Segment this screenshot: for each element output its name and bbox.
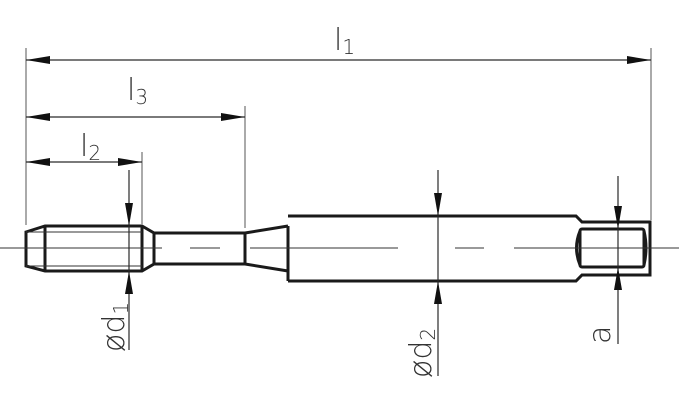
label-d2: ød2	[404, 328, 440, 378]
taper-section	[244, 224, 290, 281]
neck-section	[154, 231, 247, 266]
label-l3: l3	[127, 73, 148, 109]
label-l1: l1	[334, 23, 355, 59]
dimension-d1: ød1	[97, 170, 133, 352]
dimension-a: a	[583, 176, 622, 344]
dimension-l1: l1	[26, 23, 651, 64]
dimension-d2: ød2	[404, 170, 442, 378]
dimension-l2: l2	[26, 129, 142, 166]
label-l2: l2	[80, 129, 101, 165]
label-a: a	[583, 326, 618, 344]
label-d1: ød1	[97, 302, 133, 352]
dimension-l3: l3	[26, 73, 245, 121]
extension-lines	[25, 48, 652, 228]
